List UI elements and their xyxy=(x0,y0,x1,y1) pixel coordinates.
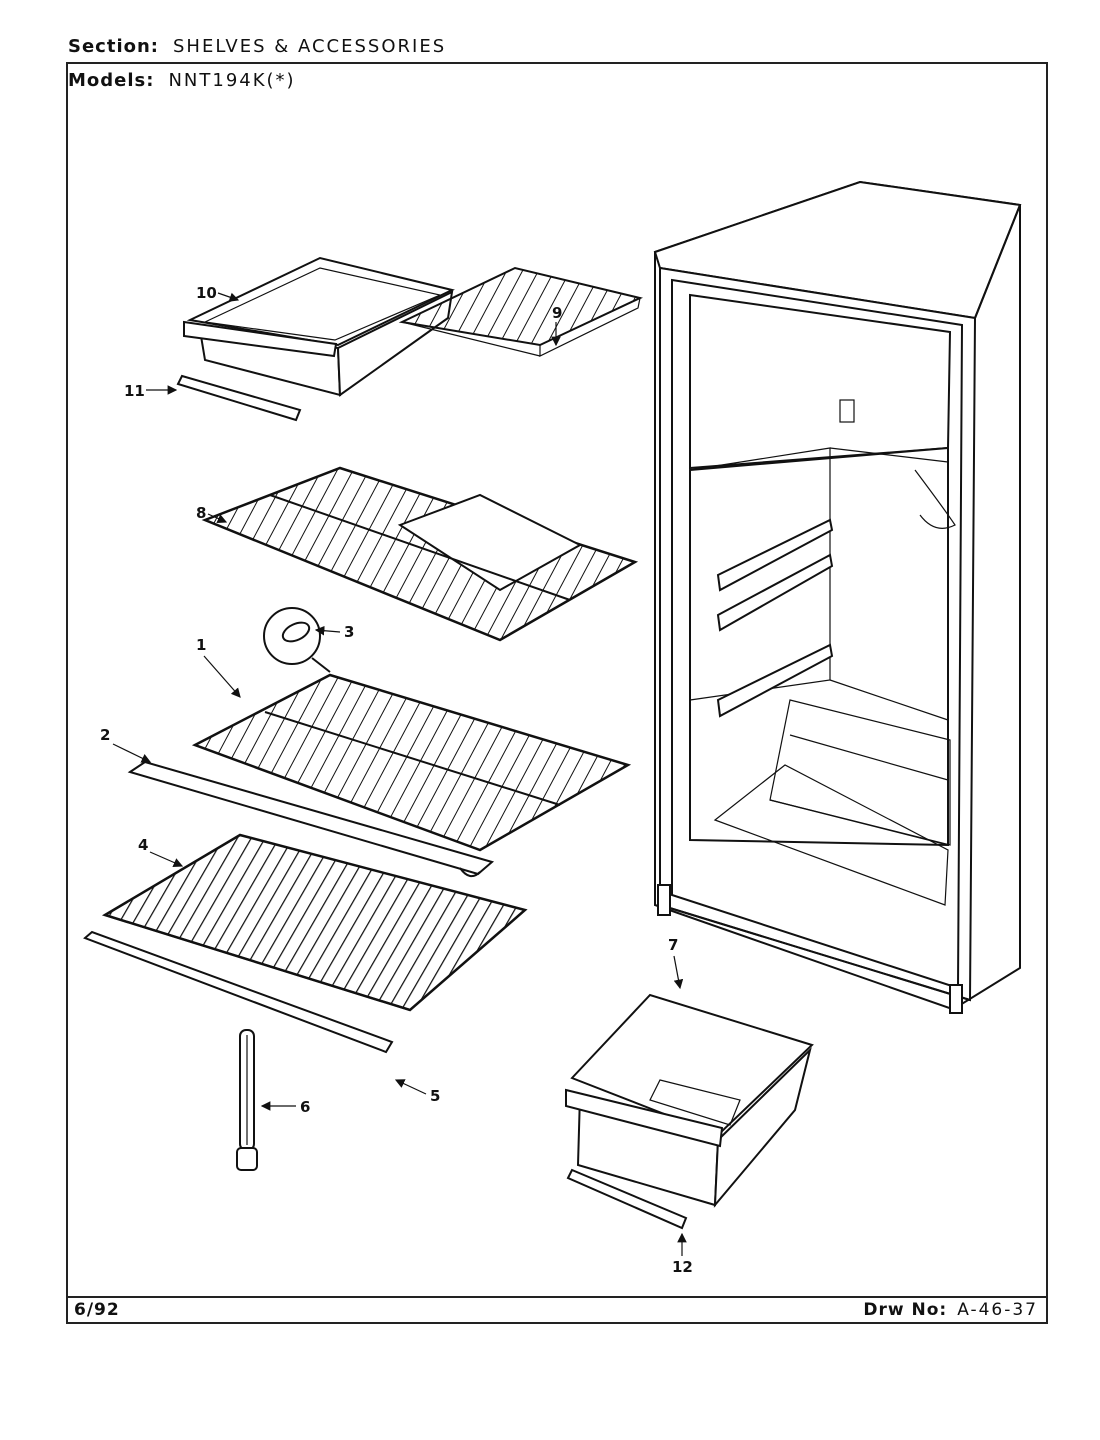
part-crisper-drawer xyxy=(565,993,814,1208)
refrigerator-cabinet xyxy=(653,180,1022,1014)
part-shelf-trim xyxy=(127,760,495,878)
models-value: NNT194K(*) xyxy=(168,70,296,91)
callout-label-12: 12 xyxy=(672,1258,693,1276)
part-support-bar xyxy=(236,1029,258,1171)
callout-3: 3 xyxy=(314,623,354,641)
callout-label-9: 9 xyxy=(552,304,562,322)
callout-7: 7 xyxy=(668,936,684,990)
part-crisper-rail xyxy=(566,1168,688,1230)
part-freezer-shelf xyxy=(398,266,644,357)
callout-label-10: 10 xyxy=(196,284,217,302)
callout-label-1: 1 xyxy=(196,636,206,654)
callout-label-5: 5 xyxy=(430,1087,440,1105)
callout-label-2: 2 xyxy=(100,726,110,744)
callout-label-3: 3 xyxy=(344,623,354,641)
drawing-number: A-46-37 xyxy=(957,1300,1038,1320)
section-value: SHELVES & ACCESSORIES xyxy=(173,36,447,57)
revision-date: 6/92 xyxy=(74,1300,120,1320)
part-retainer-clip xyxy=(263,607,331,673)
models-label: Models: xyxy=(68,70,155,91)
callout-label-7: 7 xyxy=(668,936,678,954)
callout-2: 2 xyxy=(100,726,152,763)
callout-9: 9 xyxy=(551,304,562,347)
part-wire-shelf-upper xyxy=(201,466,639,642)
callout-1: 1 xyxy=(196,636,241,698)
drawing-label: Drw No: xyxy=(863,1300,948,1320)
part-tray-rail xyxy=(176,374,302,422)
callout-label-11: 11 xyxy=(124,382,145,400)
callout-label-8: 8 xyxy=(196,504,206,522)
callout-5: 5 xyxy=(394,1079,440,1105)
section-label: Section: xyxy=(68,36,159,57)
models-line: Models: NNT194K(*) xyxy=(68,70,296,91)
callout-6: 6 xyxy=(260,1098,310,1116)
callout-10: 10 xyxy=(196,284,240,302)
callout-12: 12 xyxy=(672,1232,693,1276)
callout-label-6: 6 xyxy=(300,1098,310,1116)
callout-8: 8 xyxy=(196,504,228,523)
part-glass-shelf xyxy=(101,833,528,1012)
footer-divider xyxy=(66,1296,1048,1298)
section-line: Section: SHELVES & ACCESSORIES xyxy=(68,36,446,57)
part-shelf-rail xyxy=(83,930,394,1054)
drawing-number-line: Drw No: A-46-37 xyxy=(863,1300,1038,1320)
callout-label-4: 4 xyxy=(138,836,148,854)
callout-4: 4 xyxy=(138,836,184,868)
part-freezer-tray xyxy=(183,256,455,397)
callout-11: 11 xyxy=(124,382,178,400)
drawing-frame xyxy=(66,62,1048,1324)
part-wire-shelf-lower xyxy=(191,673,632,852)
